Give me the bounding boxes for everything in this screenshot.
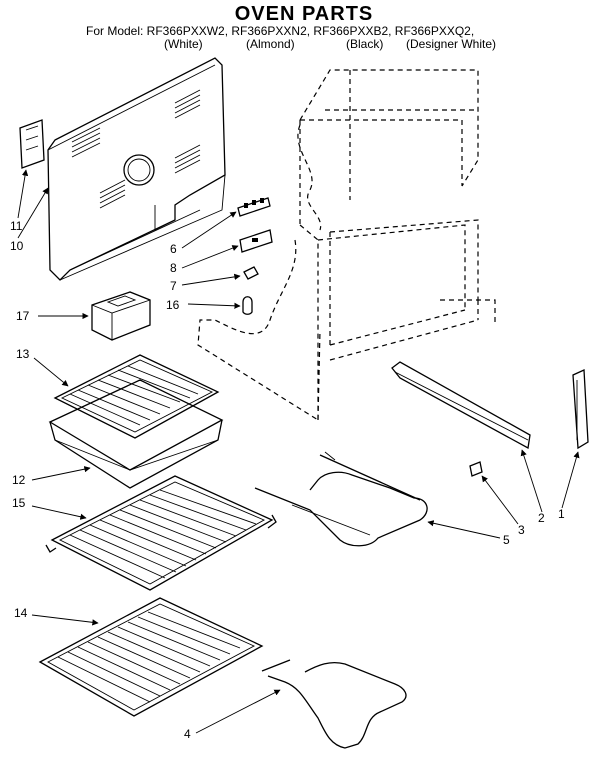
callout-3: 3 bbox=[518, 523, 525, 537]
callout-17: 17 bbox=[16, 309, 30, 323]
page-title: OVEN PARTS bbox=[234, 3, 374, 25]
variant-designer-white: (Designer White) bbox=[406, 37, 497, 51]
broil-element bbox=[261, 659, 407, 749]
callout-5: 5 bbox=[503, 533, 510, 547]
oven-back-panel bbox=[47, 57, 226, 281]
callout-7: 7 bbox=[170, 279, 177, 293]
oven-rack bbox=[45, 475, 277, 591]
model-numbers: For Model: RF366PXXW2, RF366PXXN2, RF366… bbox=[86, 24, 475, 38]
back-panel-gasket bbox=[19, 119, 45, 169]
callout-4: 4 bbox=[184, 727, 191, 741]
oven-sensor bbox=[242, 296, 253, 315]
broiler-pan bbox=[48, 379, 224, 489]
flat-oven-rack bbox=[38, 597, 264, 717]
variant-almond: (Almond) bbox=[246, 37, 295, 51]
terminal-block bbox=[237, 197, 271, 217]
callout-12: 12 bbox=[12, 473, 26, 487]
variant-black: (Black) bbox=[346, 37, 384, 51]
bracket bbox=[239, 229, 273, 253]
insulation-block bbox=[91, 291, 151, 341]
leader-lines bbox=[17, 169, 580, 734]
bake-element bbox=[254, 451, 428, 547]
variant-white: (White) bbox=[164, 37, 203, 51]
wire-clip bbox=[243, 266, 259, 280]
side-trim-strip bbox=[391, 361, 531, 450]
callout-8: 8 bbox=[170, 261, 177, 275]
trim-clip bbox=[469, 461, 483, 477]
bracket-screw bbox=[252, 238, 258, 242]
callout-14: 14 bbox=[14, 606, 28, 620]
callout-11: 11 bbox=[10, 219, 23, 233]
callout-16: 16 bbox=[166, 298, 180, 312]
oven-cavity-outline bbox=[197, 69, 496, 421]
callout-10: 10 bbox=[10, 239, 24, 253]
callout-15: 15 bbox=[12, 496, 26, 510]
side-trim-cap bbox=[572, 369, 589, 450]
gasket-detail bbox=[25, 125, 39, 151]
callout-2: 2 bbox=[538, 511, 545, 525]
broiler-grid bbox=[53, 354, 220, 439]
callout-1: 1 bbox=[558, 507, 565, 521]
callout-13: 13 bbox=[16, 347, 30, 361]
callout-6: 6 bbox=[170, 242, 177, 256]
